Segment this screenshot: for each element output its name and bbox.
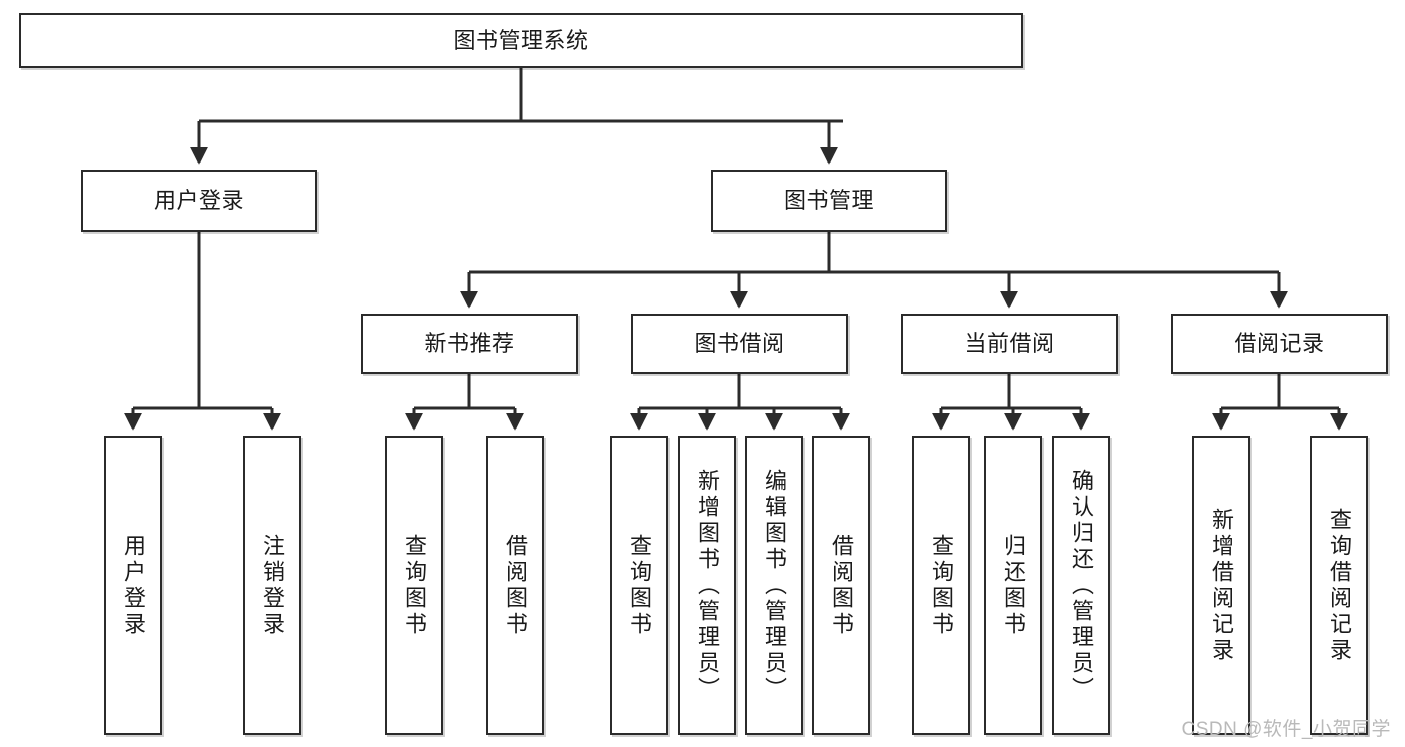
node-leaf-return-book[interactable]: 归还图书 — [984, 436, 1042, 735]
node-leaf-query-record-label: 查询借阅记录 — [1327, 507, 1352, 664]
node-new-book-rec[interactable]: 新书推荐 — [361, 314, 578, 374]
node-user-login[interactable]: 用户登录 — [81, 170, 317, 232]
node-leaf-return-book-label: 归还图书 — [1001, 533, 1026, 638]
node-leaf-edit-book-label: 编辑图书（管理员） — [762, 468, 787, 703]
node-borrow-record[interactable]: 借阅记录 — [1171, 314, 1388, 374]
node-leaf-query-book-3[interactable]: 查询图书 — [912, 436, 970, 735]
node-leaf-borrow-book-1[interactable]: 借阅图书 — [486, 436, 544, 735]
node-current-borrow-label: 当前借阅 — [964, 331, 1055, 357]
node-leaf-add-book-label: 新增图书（管理员） — [695, 468, 720, 703]
node-user-login-label: 用户登录 — [153, 188, 244, 214]
node-book-borrow-label: 图书借阅 — [694, 331, 785, 357]
watermark: CSDN @软件_小贺同学 — [1181, 719, 1391, 740]
node-leaf-query-record[interactable]: 查询借阅记录 — [1310, 436, 1368, 735]
node-root[interactable]: 图书管理系统 — [19, 13, 1023, 68]
node-leaf-logout-label: 注销登录 — [260, 533, 285, 638]
node-leaf-query-book-3-label: 查询图书 — [929, 533, 954, 638]
node-leaf-confirm-return-label: 确认归还（管理员） — [1069, 468, 1094, 703]
node-book-borrow[interactable]: 图书借阅 — [631, 314, 848, 374]
node-leaf-borrow-book-2[interactable]: 借阅图书 — [812, 436, 870, 735]
node-book-manage[interactable]: 图书管理 — [711, 170, 947, 232]
node-leaf-add-record-label: 新增借阅记录 — [1209, 507, 1234, 664]
node-leaf-logout[interactable]: 注销登录 — [243, 436, 301, 735]
node-leaf-add-record[interactable]: 新增借阅记录 — [1192, 436, 1250, 735]
node-leaf-edit-book[interactable]: 编辑图书（管理员） — [745, 436, 803, 735]
node-leaf-query-book-1-label: 查询图书 — [402, 533, 427, 638]
node-leaf-borrow-book-1-label: 借阅图书 — [503, 533, 528, 638]
node-leaf-query-book-2[interactable]: 查询图书 — [610, 436, 668, 735]
node-book-manage-label: 图书管理 — [783, 188, 874, 214]
node-leaf-confirm-return[interactable]: 确认归还（管理员） — [1052, 436, 1110, 735]
node-leaf-borrow-book-2-label: 借阅图书 — [829, 533, 854, 638]
node-leaf-query-book-2-label: 查询图书 — [627, 533, 652, 638]
node-new-book-rec-label: 新书推荐 — [424, 331, 515, 357]
node-current-borrow[interactable]: 当前借阅 — [901, 314, 1118, 374]
node-leaf-user-login-label: 用户登录 — [121, 533, 146, 638]
node-leaf-add-book[interactable]: 新增图书（管理员） — [678, 436, 736, 735]
node-borrow-record-label: 借阅记录 — [1234, 331, 1325, 357]
node-leaf-query-book-1[interactable]: 查询图书 — [385, 436, 443, 735]
node-root-label: 图书管理系统 — [453, 27, 589, 53]
node-leaf-user-login[interactable]: 用户登录 — [104, 436, 162, 735]
